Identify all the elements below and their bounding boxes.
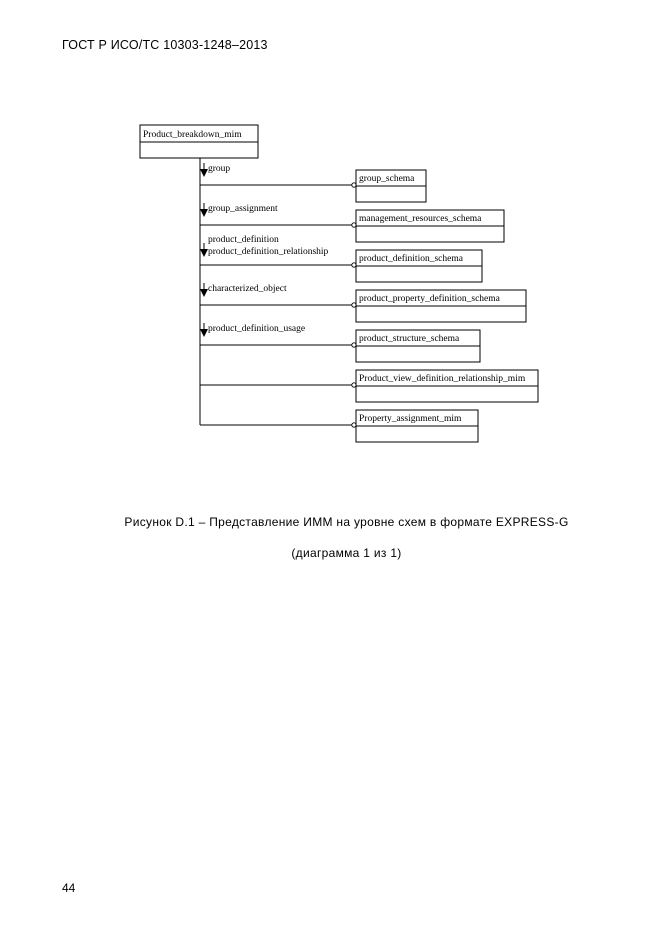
schema-connection: product_definitionproduct_definition_rel… xyxy=(200,234,483,283)
page-number: 44 xyxy=(62,881,76,895)
reference-attribute-label: group xyxy=(208,164,230,174)
connections-layer: group group_schema group_assignmentmanagem… xyxy=(200,163,539,443)
schema-connection: Property_assignment_mim xyxy=(200,409,479,443)
schema-box-label: Property_assignment_mim xyxy=(359,414,462,424)
reference-arrow-icon xyxy=(200,209,208,217)
reference-attribute-label: product_definition xyxy=(208,234,279,245)
root-entity-box: Product_breakdown_mim xyxy=(139,124,259,159)
schema-box-label: product_definition_schema xyxy=(359,253,464,264)
reference-attribute-label: product_definition_relationship xyxy=(208,246,329,257)
schema-box-label: product_structure_schema xyxy=(359,334,460,344)
reference-attribute-label: group_assignment xyxy=(208,204,278,214)
reference-arrow-icon xyxy=(200,329,208,337)
reference-attribute-label: product_definition_usage xyxy=(208,323,305,334)
schema-box-label: management_resources_schema xyxy=(359,214,482,224)
root-entity-label: Product_breakdown_mim xyxy=(143,130,242,140)
schema-box-label: group_schema xyxy=(359,174,415,184)
schema-connection: group group_schema xyxy=(200,163,427,203)
schema-box-label: Product_view_definition_relationship_mim xyxy=(359,373,526,384)
page-header: ГОСТ Р ИСО/ТС 10303-1248–2013 xyxy=(62,38,268,52)
schema-connection: group_assignment management_resources_sch… xyxy=(200,203,505,243)
figure-caption: Рисунок D.1 – Представление ИММ на уровн… xyxy=(124,515,569,529)
schema-connection: characterized_object product_property_def… xyxy=(200,283,527,323)
reference-arrow-icon xyxy=(200,289,208,297)
express-g-diagram: Product_breakdown_mim groupgroup_schemag… xyxy=(139,124,539,443)
reference-arrow-icon xyxy=(200,169,208,177)
reference-attribute-label: characterized_object xyxy=(208,284,287,294)
schema-connection: Product_view_definition_relationship_mim xyxy=(200,369,539,403)
figure-caption-subtitle: (диаграмма 1 из 1) xyxy=(291,546,402,560)
schema-connection: product_definition_usage product_structur… xyxy=(200,323,481,363)
schema-box-label: product_property_definition_schema xyxy=(359,293,501,304)
reference-arrow-icon xyxy=(200,249,208,257)
